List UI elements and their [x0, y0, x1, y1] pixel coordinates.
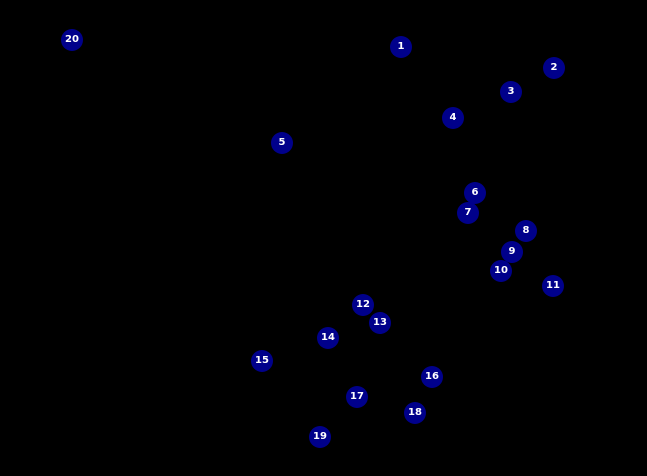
numbered-circle-9[interactable]: 9 — [501, 241, 523, 263]
numbered-circle-2[interactable]: 2 — [543, 57, 565, 79]
circle-number-label: 16 — [425, 371, 439, 382]
circle-number-label: 20 — [65, 34, 79, 45]
circle-number-label: 11 — [546, 280, 560, 291]
numbered-circle-15[interactable]: 15 — [251, 350, 273, 372]
circle-number-label: 5 — [278, 137, 286, 148]
numbered-circle-18[interactable]: 18 — [404, 402, 426, 424]
numbered-circle-20[interactable]: 20 — [61, 29, 83, 51]
circle-number-label: 2 — [550, 62, 558, 73]
numbered-circle-16[interactable]: 16 — [421, 366, 443, 388]
circle-number-label: 8 — [522, 225, 530, 236]
numbered-circle-19[interactable]: 19 — [309, 426, 331, 448]
numbered-circle-1[interactable]: 1 — [390, 36, 412, 58]
numbered-circle-8[interactable]: 8 — [515, 220, 537, 242]
numbered-circle-3[interactable]: 3 — [500, 81, 522, 103]
circle-number-label: 3 — [507, 86, 515, 97]
circle-number-label: 15 — [255, 355, 269, 366]
numbered-circle-11[interactable]: 11 — [542, 275, 564, 297]
circle-number-label: 18 — [408, 407, 422, 418]
circle-number-label: 9 — [508, 246, 516, 257]
numbered-circle-17[interactable]: 17 — [346, 386, 368, 408]
numbered-circle-7[interactable]: 7 — [457, 202, 479, 224]
circle-number-label: 7 — [464, 207, 472, 218]
circle-number-label: 14 — [321, 332, 335, 343]
circle-number-label: 19 — [313, 431, 327, 442]
circle-number-label: 1 — [397, 41, 405, 52]
numbered-circle-14[interactable]: 14 — [317, 327, 339, 349]
circle-number-label: 12 — [356, 299, 370, 310]
numbered-circle-10[interactable]: 10 — [490, 260, 512, 282]
circle-number-label: 13 — [373, 317, 387, 328]
numbered-circle-13[interactable]: 13 — [369, 312, 391, 334]
numbered-circle-12[interactable]: 12 — [352, 294, 374, 316]
numbered-circle-5[interactable]: 5 — [271, 132, 293, 154]
circle-number-label: 6 — [471, 187, 479, 198]
circle-number-label: 4 — [449, 112, 457, 123]
numbered-circle-6[interactable]: 6 — [464, 182, 486, 204]
circle-number-label: 17 — [350, 391, 364, 402]
circle-number-label: 10 — [494, 265, 508, 276]
numbered-circle-4[interactable]: 4 — [442, 107, 464, 129]
